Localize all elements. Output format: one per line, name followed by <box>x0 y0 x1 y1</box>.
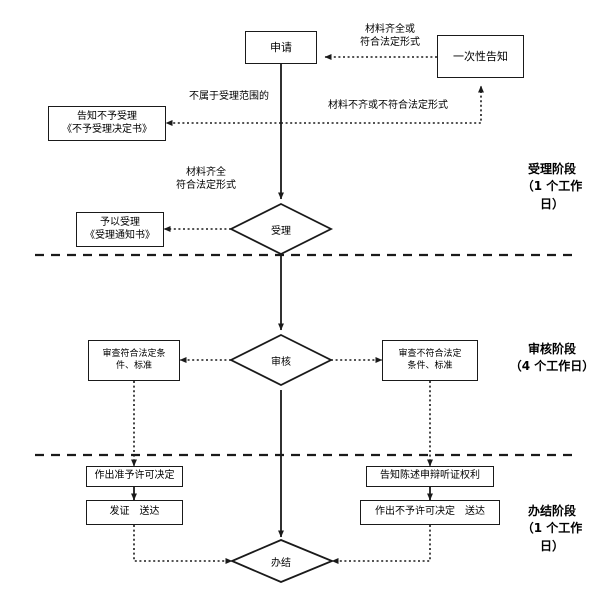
node-review-fail-label-2: 条件、标准 <box>407 360 453 371</box>
edge-label-not-in-scope: 不属于受理范围的 <box>162 90 296 103</box>
complete-diamond-shape <box>229 539 335 583</box>
node-notify-reject-accept[interactable]: 告知不予受理 《不予受理决定书》 <box>48 106 166 141</box>
edge-label-materials-complete-or-legal-line2: 符合法定形式 <box>360 37 420 48</box>
edge-label-materials-complete-line2: 符合法定形式 <box>176 180 236 191</box>
node-grant-accept[interactable]: 予以受理 《受理通知书》 <box>76 212 164 247</box>
node-notify-rights[interactable]: 告知陈述申辩听证权利 <box>366 466 494 487</box>
node-review-pass-label-2: 件、标准 <box>115 360 152 371</box>
stage-label-acceptance: 受理阶段 （1 个工作 日） <box>509 161 595 213</box>
edge-label-materials-incomplete: 材料不齐或不符合法定形式 <box>298 99 478 112</box>
node-issue-deliver-label: 发证 送达 <box>109 506 160 518</box>
edge-label-materials-complete-line1: 材料齐全 <box>186 167 226 178</box>
node-notify-rights-label: 告知陈述申辩听证权利 <box>380 470 480 482</box>
accept-diamond-shape <box>228 202 334 256</box>
edge-label-materials-complete-or-legal-line1: 材料齐全或 <box>365 24 415 35</box>
node-decision-approve-label: 作出准予许可决定 <box>94 470 175 482</box>
stage-label-acceptance-duration-2: 日） <box>539 196 564 211</box>
node-one-time-notice-label: 一次性告知 <box>453 49 508 63</box>
node-decision-approve[interactable]: 作出准予许可决定 <box>86 466 183 487</box>
stage-label-review-duration-1: （4 个工作日） <box>509 359 595 374</box>
edge-deny-to-complete <box>331 525 431 564</box>
node-grant-accept-label-2: 《受理通知书》 <box>85 229 155 241</box>
stage-label-review-name: 审核阶段 <box>527 342 576 356</box>
node-grant-accept-label-1: 予以受理 <box>100 217 140 228</box>
stage-label-acceptance-duration-1: （1 个工作 <box>521 179 583 194</box>
node-notify-reject-accept-label-1: 告知不予受理 <box>77 111 137 122</box>
stage-label-completion: 办结阶段 （1 个工作 日） <box>509 503 595 555</box>
stage-label-completion-name: 办结阶段 <box>527 504 576 518</box>
node-apply-label: 申请 <box>270 40 292 54</box>
node-apply[interactable]: 申请 <box>245 31 317 64</box>
edge-label-materials-complete: 材料齐全 符合法定形式 <box>158 166 254 192</box>
node-one-time-notice[interactable]: 一次性告知 <box>437 35 524 78</box>
node-issue-deliver[interactable]: 发证 送达 <box>86 500 183 525</box>
node-review-pass[interactable]: 审查符合法定条 件、标准 <box>88 340 180 381</box>
edge-label-not-in-scope-text: 不属于受理范围的 <box>189 91 269 102</box>
node-review-fail[interactable]: 审查不符合法定 条件、标准 <box>382 340 478 381</box>
node-decision-deny-label: 作出不予许可决定 送达 <box>375 506 485 518</box>
review-diamond-shape <box>228 333 334 387</box>
node-decision-deny[interactable]: 作出不予许可决定 送达 <box>360 500 500 525</box>
edge-label-materials-incomplete-text: 材料不齐或不符合法定形式 <box>328 100 448 111</box>
stage-label-acceptance-name: 受理阶段 <box>527 162 576 176</box>
edge-label-materials-complete-or-legal: 材料齐全或 符合法定形式 <box>330 23 450 49</box>
stage-label-completion-duration-1: （1 个工作 <box>521 521 583 536</box>
node-notify-reject-accept-label-2: 《不予受理决定书》 <box>62 123 152 135</box>
edge-issue-to-complete <box>133 525 233 564</box>
node-review-fail-label-1: 审查不符合法定 <box>398 349 462 360</box>
node-review-pass-label-1: 审查符合法定条 <box>102 349 166 360</box>
stage-label-review: 审核阶段 （4 个工作日） <box>499 341 605 376</box>
stage-label-completion-duration-2: 日） <box>539 538 564 553</box>
